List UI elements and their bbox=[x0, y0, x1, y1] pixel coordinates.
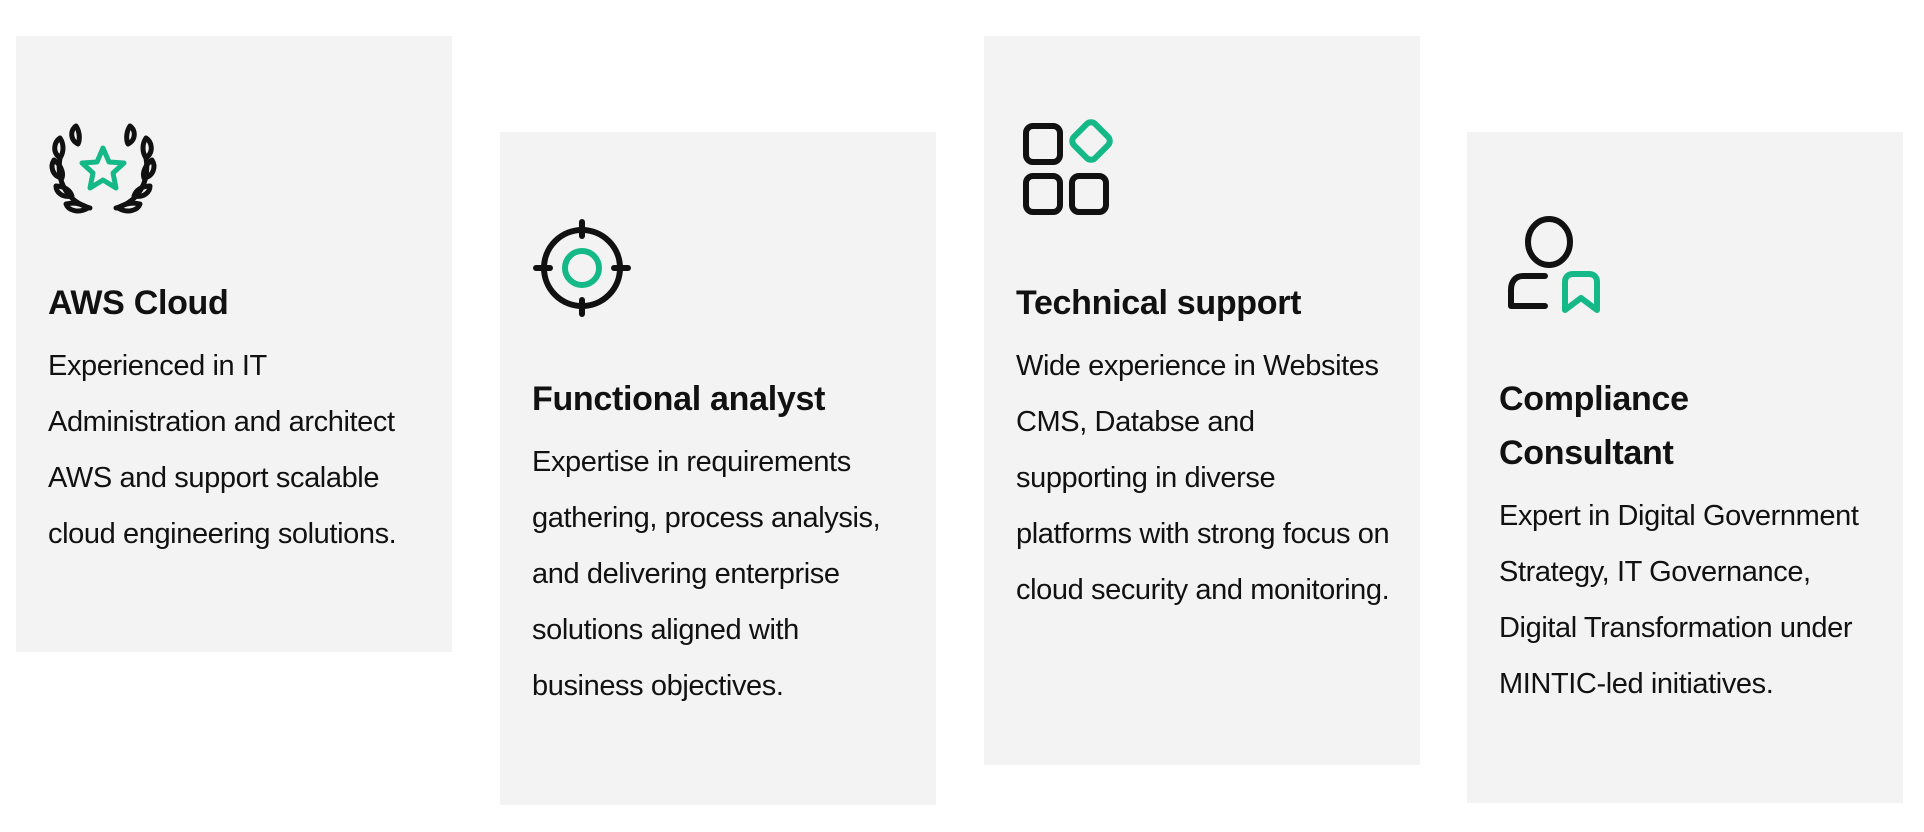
user-bookmark-icon bbox=[1499, 216, 1609, 313]
card-title: Functional analyst bbox=[532, 380, 826, 418]
card-title: Technical support bbox=[1016, 284, 1302, 322]
card-description: Expertise in requirements gathering, pro… bbox=[532, 446, 881, 702]
target-crosshair-icon bbox=[532, 218, 642, 317]
service-card-technical-support: Technical support Wide experience in Web… bbox=[984, 36, 1420, 765]
card-title: Compliance Consultant bbox=[1499, 380, 1689, 472]
service-card-compliance-consultant: Compliance Consultant Expert in Digital … bbox=[1467, 132, 1903, 803]
card-description: Experienced in IT Administration and arc… bbox=[48, 350, 397, 550]
card-description: Expert in Digital Government Strategy, I… bbox=[1499, 500, 1859, 700]
card-description: Wide experience in Websites CMS, Databse… bbox=[1016, 350, 1390, 606]
laurel-star-icon bbox=[48, 122, 158, 214]
apps-grid-icon bbox=[1016, 119, 1126, 215]
card-title: AWS Cloud bbox=[48, 284, 229, 322]
service-card-aws-cloud: AWS Cloud Experienced in IT Administrati… bbox=[16, 36, 452, 652]
service-card-functional-analyst: Functional analyst Expertise in requirem… bbox=[500, 132, 936, 805]
